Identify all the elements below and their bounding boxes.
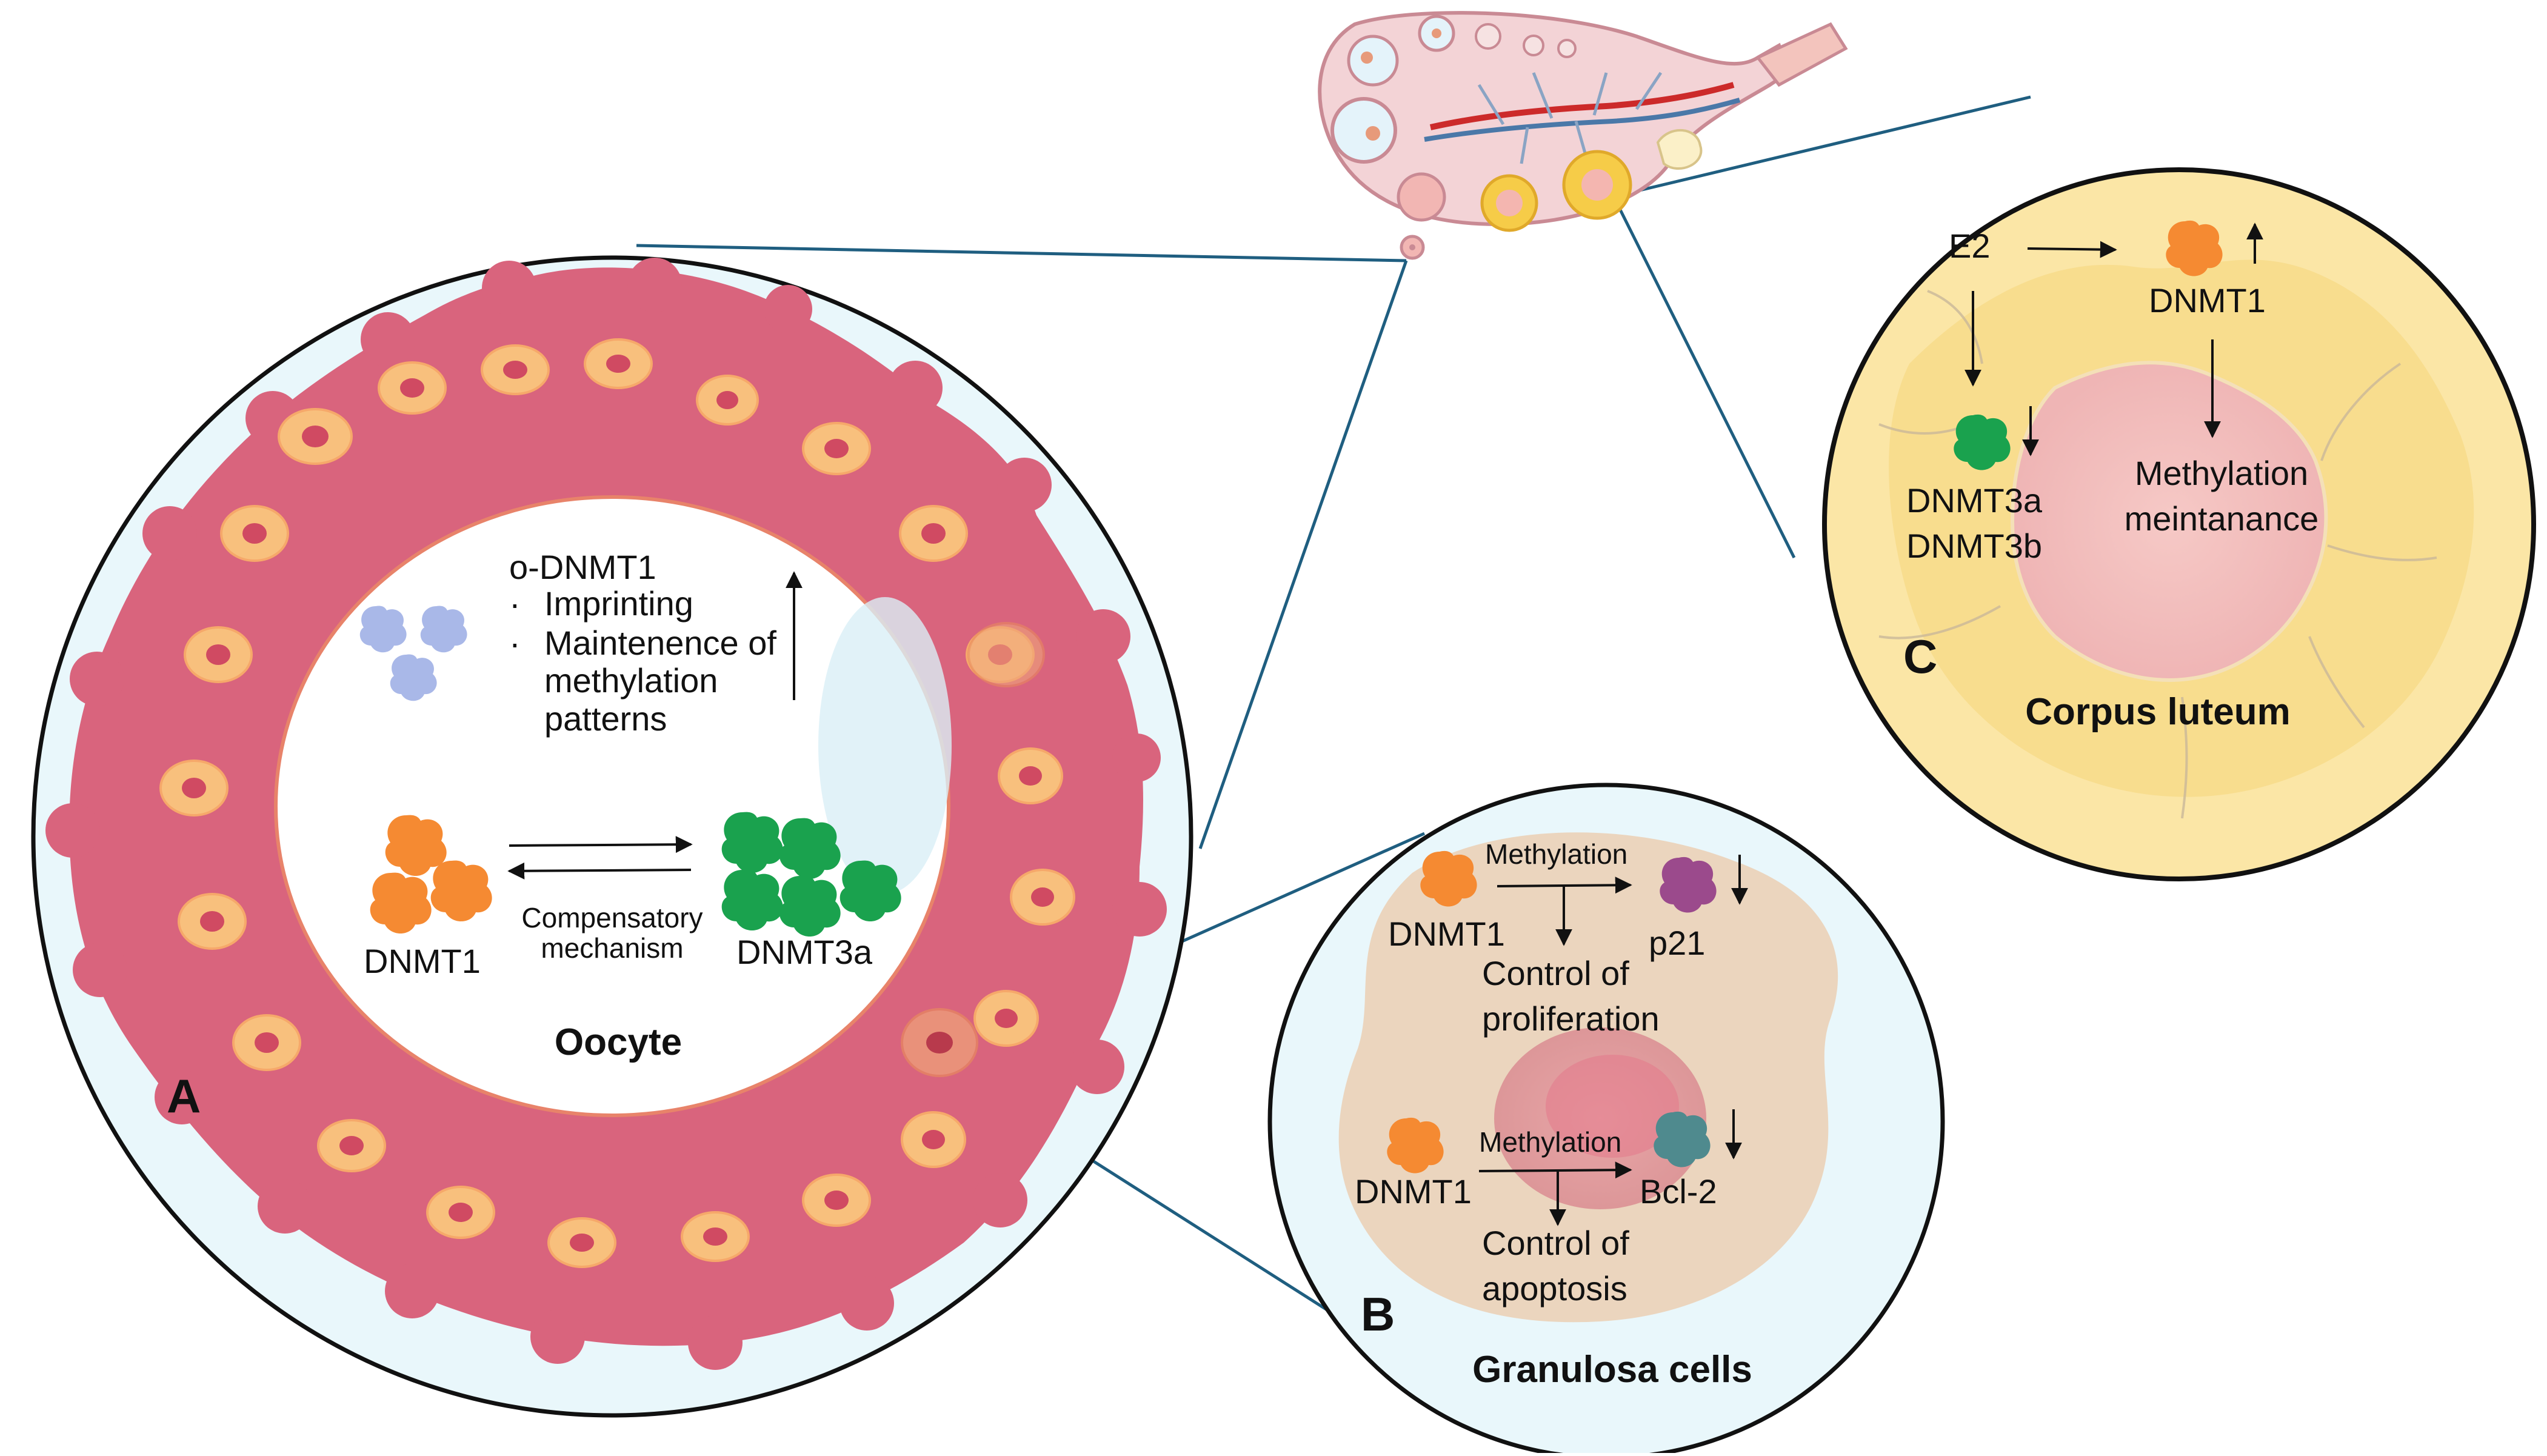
panel-c: E2 DNMT1 DNMT3a DNMT3b Methylation meint… — [1822, 167, 2536, 881]
granulosa-cells — [159, 338, 1075, 1268]
dnmt1-shape-b-top — [1420, 850, 1477, 907]
odnmt1-bullet-1: · — [509, 584, 521, 623]
dnmt1-label-a: DNMT1 — [364, 942, 481, 980]
odnmt1-item-imprinting: Imprinting — [544, 584, 693, 623]
p21-label: p21 — [1649, 924, 1705, 962]
odnmt1-cluster — [359, 606, 467, 701]
effect-label-b-top-1: Control of — [1482, 954, 1629, 992]
panel-b-letter: B — [1361, 1287, 1395, 1341]
bcl2-shape — [1654, 1111, 1711, 1167]
dnmt1-cluster-a — [370, 815, 492, 933]
oocyte-caption: Oocyte — [555, 1021, 682, 1063]
corpus-luteum-folds — [1878, 290, 2437, 819]
dnmt3b-label-c: DNMT3b — [1906, 527, 2042, 565]
dnmt1-shape-b-bottom — [1387, 1117, 1444, 1174]
e2-to-dnmt1-arrow — [2027, 241, 2117, 258]
p21-shape — [1660, 857, 1717, 913]
panel-c-letter: C — [1903, 630, 1937, 683]
e2-label: E2 — [1949, 227, 1991, 265]
dnmt3a-label: DNMT3a — [736, 933, 873, 971]
forward-arrow — [509, 836, 693, 853]
methylation-label-b-top: Methylation — [1485, 838, 1627, 870]
methylation-arrow-b-top — [1497, 877, 1632, 894]
effect-label-b-bottom-2: apoptosis — [1482, 1269, 1627, 1307]
odnmt1-item-methylation: methylation — [544, 661, 718, 700]
maintenance-label-2: meintanance — [2125, 499, 2319, 538]
dnmt3a-cluster — [721, 812, 901, 937]
panel-b: DNMT1 Methylation p21 Control of prolife… — [1267, 783, 1945, 1456]
dnmt1-label-c: DNMT1 — [2149, 281, 2266, 319]
panel-a-letter: A — [167, 1069, 201, 1123]
odnmt1-bullet-2: · — [509, 624, 521, 662]
dnmt1-label-b-top: DNMT1 — [1388, 915, 1505, 953]
dnmt1-shape-c — [2166, 220, 2223, 276]
dnmt1-label-b-bottom: DNMT1 — [1355, 1172, 1472, 1211]
backward-arrow — [507, 862, 692, 880]
granulosa-caption: Granulosa cells — [1472, 1349, 1752, 1391]
compensatory-label-line2: mechanism — [541, 932, 683, 964]
follicle-bumps — [45, 258, 1167, 1370]
dnmt3a-label-c: DNMT3a — [1906, 481, 2043, 519]
odnmt1-item-maintenence: Maintenence of — [544, 624, 776, 662]
dnmt3-shape-c — [1954, 414, 2011, 470]
granulosa-nucleolus — [1546, 1055, 1679, 1158]
panel-a: o-DNMT1 · Imprinting · Maintenence of me… — [31, 255, 1193, 1418]
effect-label-b-bottom-1: Control of — [1482, 1224, 1629, 1262]
methylation-label-b-bottom: Methylation — [1479, 1126, 1621, 1158]
odnmt1-title: o-DNMT1 — [509, 548, 656, 586]
methylation-arrow-b-bottom — [1478, 1161, 1632, 1179]
oocyte-nucleus-shadow — [818, 597, 952, 894]
corpus-luteum-center — [2010, 361, 2328, 682]
maintenance-label-1: Methylation — [2135, 454, 2308, 492]
compensatory-label-line1: Compensatory — [521, 902, 703, 933]
ovary-illustration — [1318, 11, 1848, 260]
effect-label-b-top-2: proliferation — [1482, 1000, 1660, 1038]
bcl2-label: Bcl-2 — [1640, 1172, 1717, 1211]
odnmt1-item-patterns: patterns — [544, 700, 667, 738]
corpus-luteum-caption: Corpus luteum — [2025, 691, 2290, 733]
